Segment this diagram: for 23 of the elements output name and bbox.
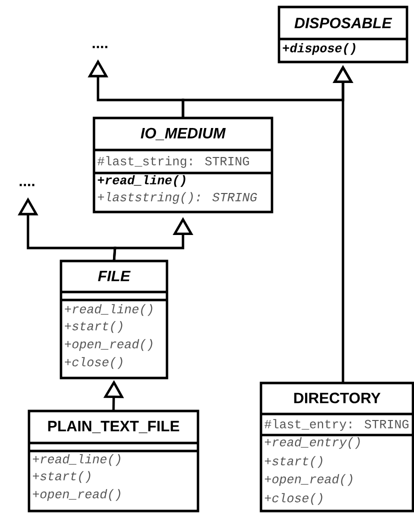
class-name: PLAIN_TEXT_FILE [48, 420, 180, 434]
method-text: +start() [32, 471, 90, 483]
method-text: +open_read() [264, 474, 352, 486]
method-text: +close() [64, 357, 122, 369]
method-text: +close() [264, 493, 322, 505]
method-text: +start() [264, 456, 322, 468]
attribute-text: #last_string: STRING [98, 156, 249, 168]
method-text: +read_line() [98, 175, 186, 187]
class-name: DIRECTORY [294, 392, 380, 404]
method-text: +open_read() [32, 489, 120, 501]
class-name: IO_MEDIUM [140, 128, 226, 140]
method-text: +open_read() [64, 339, 152, 351]
attribute-text: #last_entry: STRING [264, 419, 408, 431]
ellipsis-text: .... [92, 46, 108, 48]
method-text: +read_line() [64, 304, 152, 316]
ellipsis-text: .... [20, 184, 34, 186]
class-name: DISPOSABLE [294, 18, 392, 28]
method-text: +laststring(): STRING [98, 192, 258, 204]
class-name: FILE [98, 270, 131, 282]
method-text: +dispose() [282, 43, 356, 55]
method-text: +start() [64, 321, 122, 333]
method-text: +read_line() [32, 454, 120, 466]
method-text: +read_entry() [264, 437, 360, 449]
